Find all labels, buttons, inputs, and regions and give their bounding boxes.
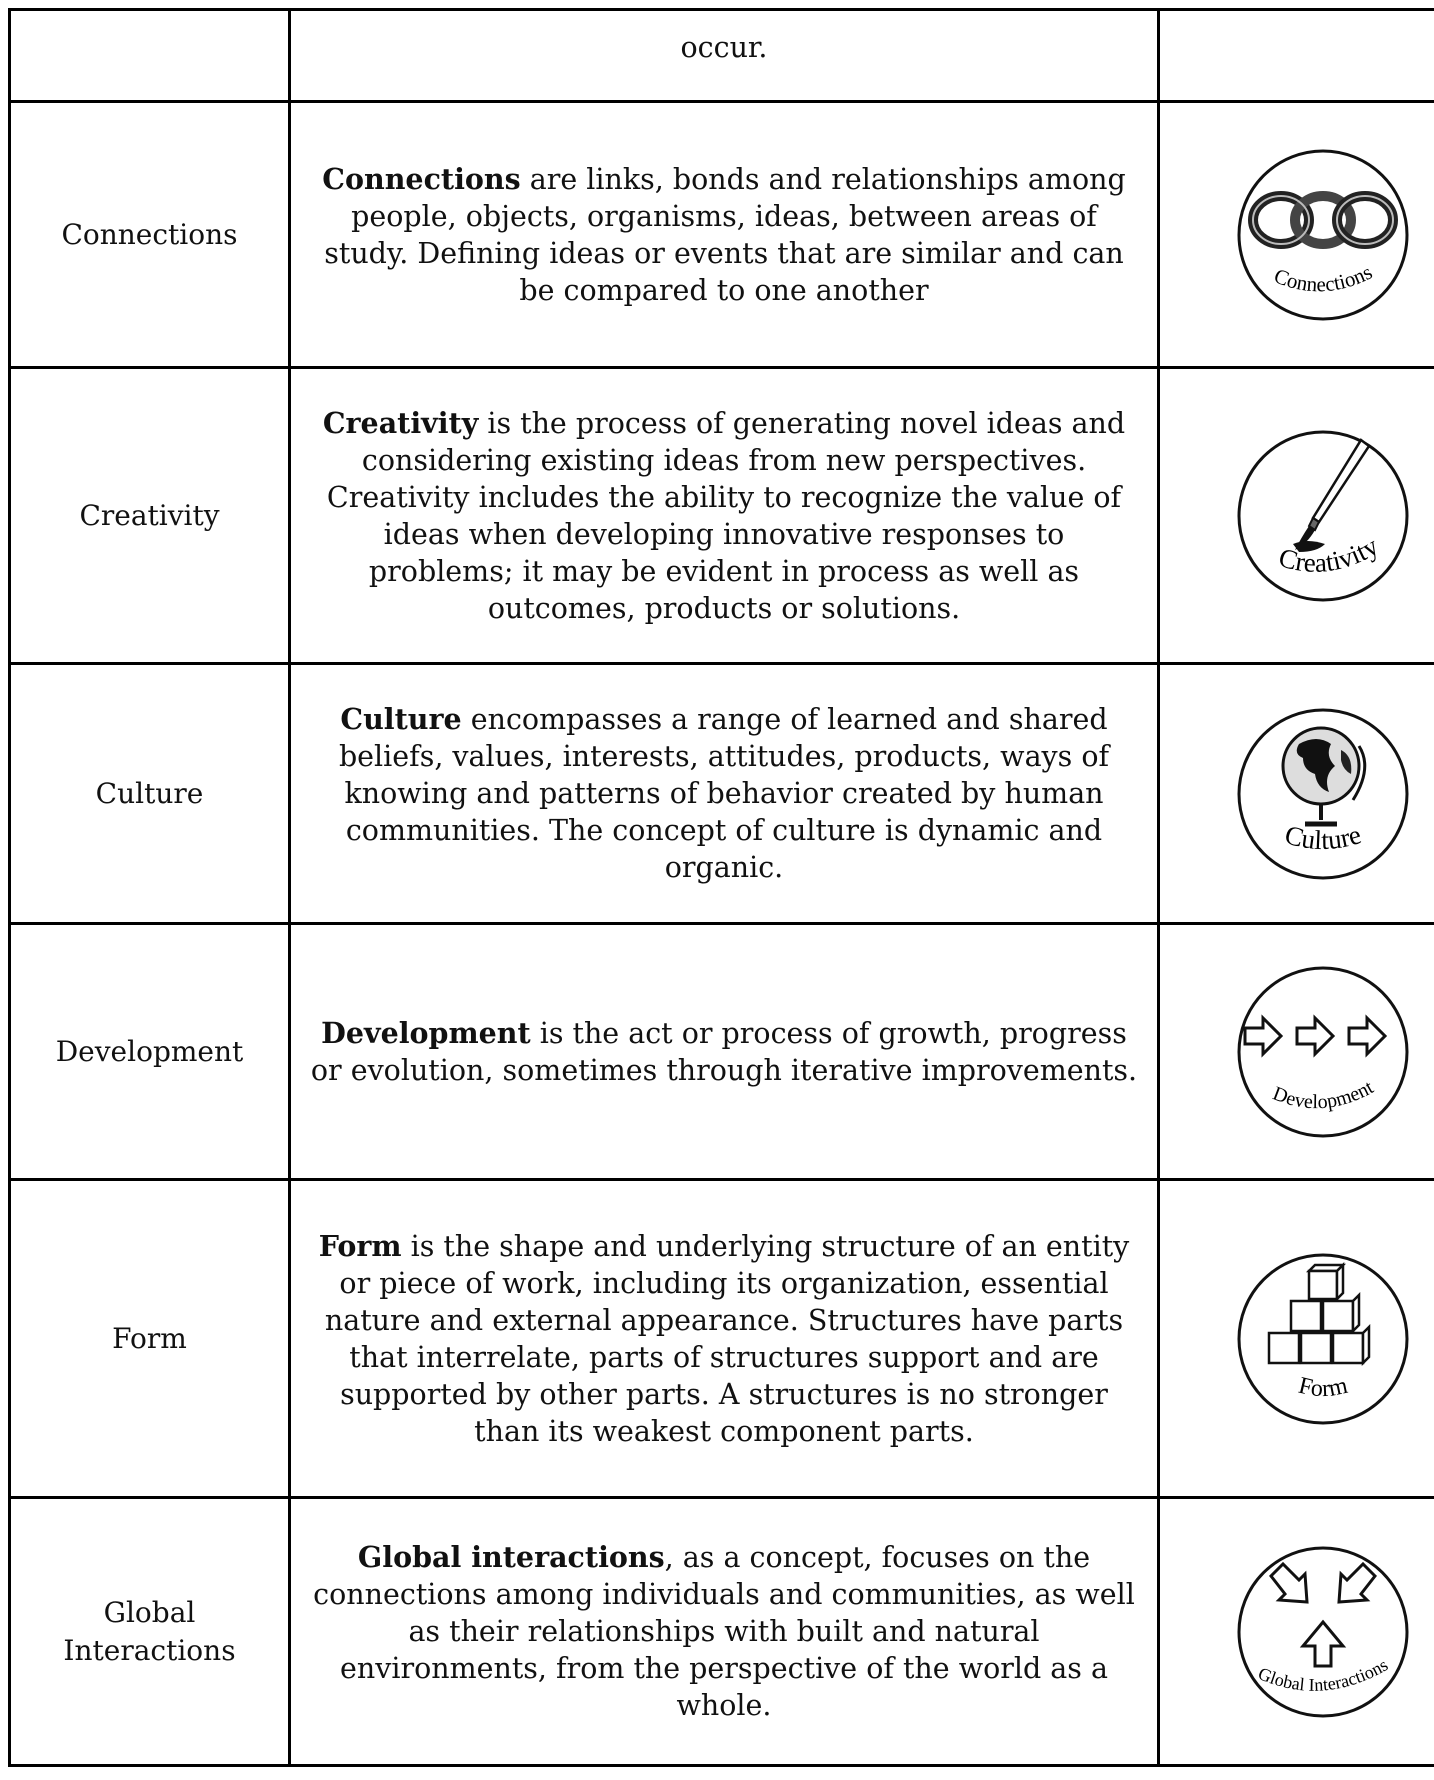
stacked-cubes-icon: Form <box>1237 1253 1408 1424</box>
svg-text:Connections: Connections <box>1270 259 1375 296</box>
icon-caption: Creativity <box>1275 530 1383 578</box>
definition-term: Culture <box>340 702 462 736</box>
definition-cell: Culture encompasses a range of learned a… <box>288 662 1160 925</box>
definition-term: Global interactions <box>357 1540 665 1574</box>
arrows-right-icon: Development <box>1237 966 1408 1137</box>
definition-cell: Global interactions, as a concept, focus… <box>288 1496 1160 1767</box>
icon-caption: Connections <box>1270 259 1375 296</box>
icon-cell: Global Interactions <box>1157 1496 1434 1767</box>
svg-text:Development: Development <box>1269 1076 1377 1113</box>
concepts-table: occur. Connections Connections are links… <box>8 8 1434 1767</box>
definition-cell: occur. <box>288 8 1160 103</box>
definition-cell: Connections are links, bonds and relatio… <box>288 100 1160 369</box>
icon-cell: Development <box>1157 922 1434 1181</box>
globe-icon: Culture <box>1237 708 1408 879</box>
definition-text: encompasses a range of learned and share… <box>338 703 1110 884</box>
icon-caption: Form <box>1295 1372 1349 1401</box>
definition-text: , as a concept, focuses on the connectio… <box>313 1541 1135 1722</box>
definition-cell: Development is the act or process of gro… <box>288 922 1160 1181</box>
chain-links-icon: Connections <box>1237 149 1408 320</box>
definition-text: is the act or process of growth, progres… <box>310 1016 1138 1087</box>
table-row: Creativity Creativity is the process of … <box>8 366 1434 665</box>
definition-term: Form <box>318 1228 402 1263</box>
concept-name-cell <box>8 8 291 103</box>
concept-name-cell: Creativity <box>8 366 291 665</box>
definition-text: occur. <box>680 31 768 64</box>
concept-name-cell: Culture <box>8 662 291 925</box>
icon-caption: Development <box>1269 1076 1377 1113</box>
concept-name-cell: Connections <box>8 100 291 369</box>
table-row: Development Development is the act or pr… <box>8 922 1434 1181</box>
table-row: Global Interactions Global interactions,… <box>8 1496 1434 1767</box>
table-row: Connections Connections are links, bonds… <box>8 100 1434 369</box>
table-row: Culture Culture encompasses a range of l… <box>8 662 1434 925</box>
svg-text:Form: Form <box>1295 1372 1349 1401</box>
definition-text: are links, bonds and relationships among… <box>324 162 1126 307</box>
definition-text: is the process of generating novel ideas… <box>326 406 1126 625</box>
svg-text:Culture: Culture <box>1281 819 1364 855</box>
icon-cell <box>1157 8 1434 103</box>
svg-text:Creativity: Creativity <box>1275 530 1383 578</box>
table-row: Form Form is the shape and underlying st… <box>8 1178 1434 1499</box>
icon-cell: Culture <box>1157 662 1434 925</box>
definition-term: Development <box>321 1015 531 1050</box>
concept-name-cell: Development <box>8 922 291 1181</box>
icon-cell: Form <box>1157 1178 1434 1499</box>
definition-cell: Form is the shape and underlying structu… <box>288 1178 1160 1499</box>
icon-cell: Connections <box>1157 100 1434 369</box>
definition-term: Creativity <box>322 405 479 440</box>
concept-name-cell: Global Interactions <box>8 1496 291 1767</box>
definition-term: Connections <box>322 161 521 196</box>
icon-cell: Creativity <box>1157 366 1434 665</box>
converging-arrows-icon: Global Interactions <box>1237 1546 1408 1717</box>
definition-text: is the shape and underlying structure of… <box>324 1229 1130 1448</box>
concept-name-cell: Form <box>8 1178 291 1499</box>
icon-caption: Culture <box>1281 819 1364 855</box>
definition-cell: Creativity is the process of generating … <box>288 366 1160 665</box>
table-row: occur. <box>8 8 1434 103</box>
paintbrush-icon: Creativity <box>1237 430 1408 601</box>
